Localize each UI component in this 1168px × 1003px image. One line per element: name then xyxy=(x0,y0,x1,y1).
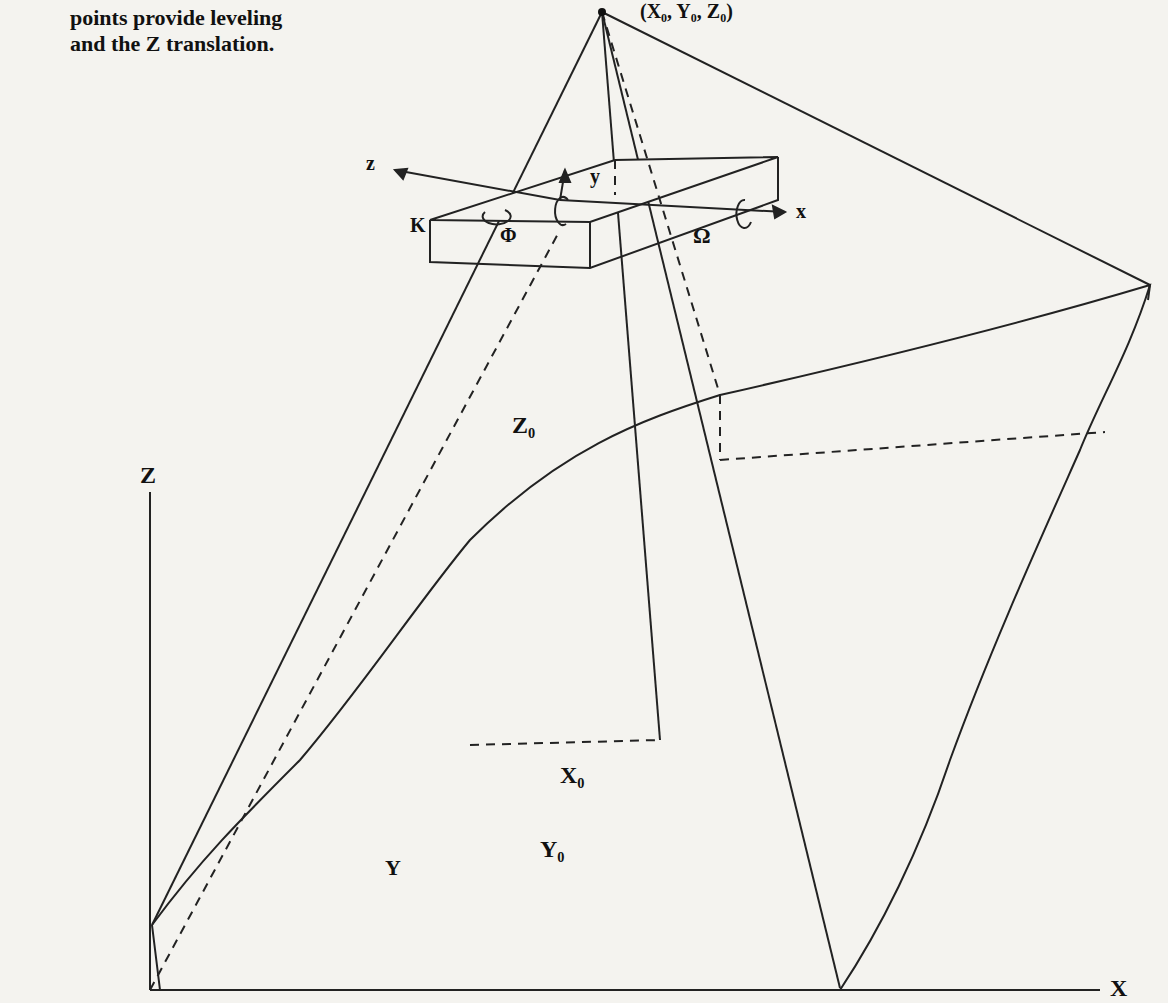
caption-text: and the Z translation. xyxy=(70,32,274,56)
axis-label: x xyxy=(796,200,806,222)
coordinate-label: Y₀ xyxy=(540,836,565,862)
axis-label: Y xyxy=(385,856,401,880)
axis-label: z xyxy=(366,152,375,174)
point-label: (X₀, Y₀, Z₀) xyxy=(640,0,733,22)
axis-label: y xyxy=(590,165,600,187)
coordinate-label: Z₀ xyxy=(512,412,535,438)
axis-label: Z xyxy=(140,462,156,488)
angle-label: Ω xyxy=(693,224,711,248)
caption-text: points provide leveling xyxy=(70,6,282,30)
angle-label: Φ xyxy=(500,224,517,246)
axis-label: X xyxy=(1110,975,1127,1001)
coordinate-label: X₀ xyxy=(560,762,585,788)
angle-label: K xyxy=(410,214,426,236)
